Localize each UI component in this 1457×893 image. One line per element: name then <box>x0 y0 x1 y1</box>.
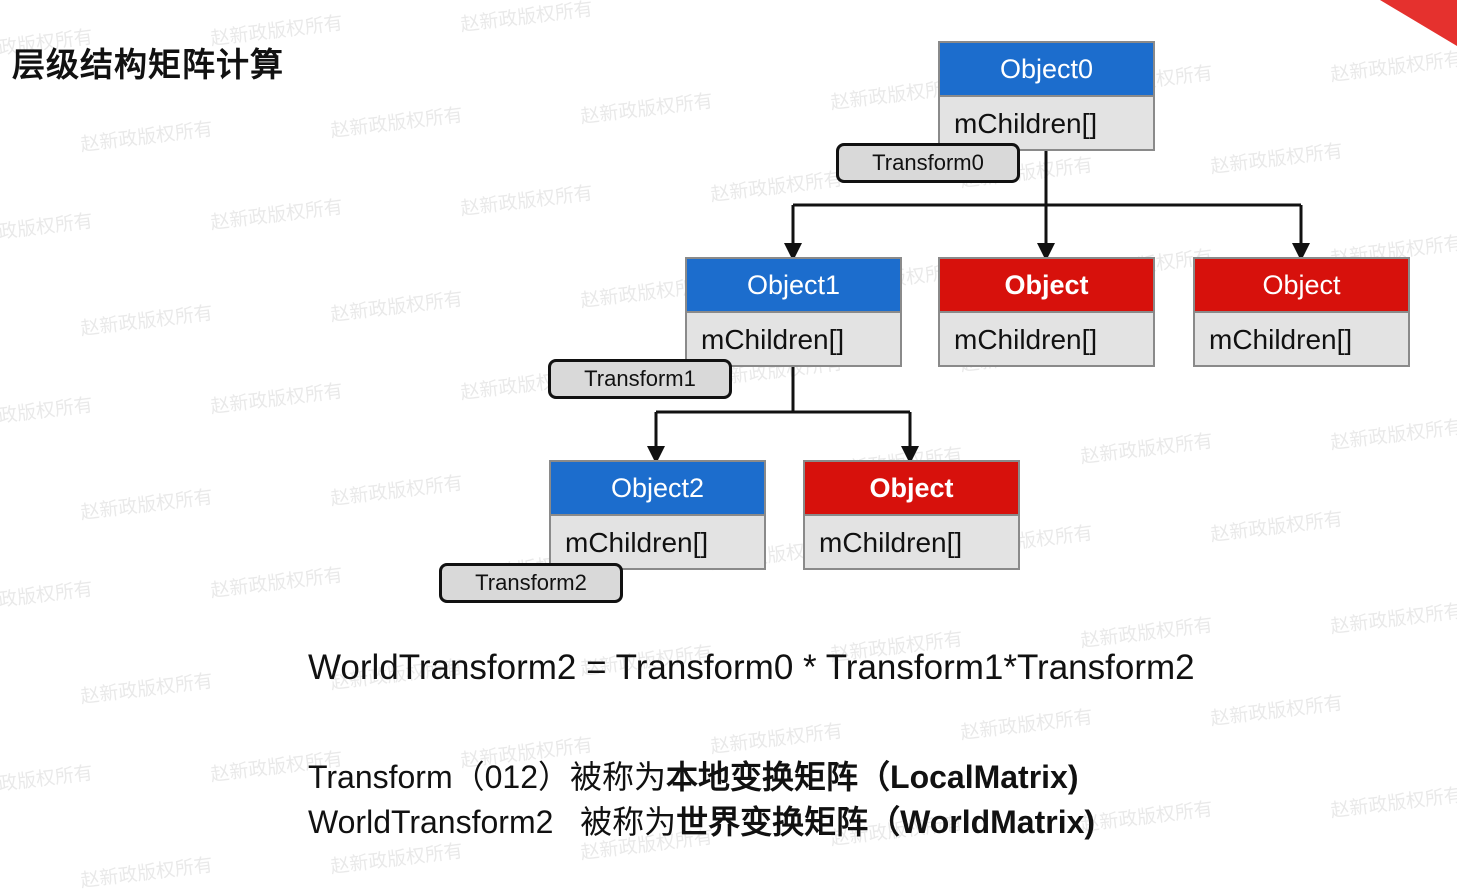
local-matrix-prefix: Transform（012）被称为 <box>308 759 667 795</box>
node-object-c: Object mChildren[] <box>803 460 1020 570</box>
world-matrix-term: 世界变换矩阵（WorldMatrix) <box>676 804 1096 840</box>
node-object2-name: Object2 <box>551 462 764 514</box>
slide-title: 层级结构矩阵计算 <box>12 45 284 84</box>
node-object-c-name: Object <box>805 462 1018 514</box>
node-object-a-name: Object <box>940 259 1153 311</box>
node-object0-field: mChildren[] <box>940 95 1153 151</box>
transform2-label: Transform2 <box>439 563 623 603</box>
node-object1: Object1 mChildren[] <box>685 257 902 367</box>
node-object2: Object2 mChildren[] <box>549 460 766 570</box>
transform0-label: Transform0 <box>836 143 1020 183</box>
node-object1-name: Object1 <box>687 259 900 311</box>
node-object-b: Object mChildren[] <box>1193 257 1410 367</box>
local-matrix-line: Transform（012）被称为本地变换矩阵（LocalMatrix) <box>308 752 1079 798</box>
transform1-label: Transform1 <box>548 359 732 399</box>
world-transform-formula: WorldTransform2 = Transform0 * Transform… <box>308 648 1195 687</box>
world-matrix-line: WorldTransform2 被称为世界变换矩阵（WorldMatrix) <box>308 797 1095 843</box>
corner-decoration <box>1380 0 1457 46</box>
node-object1-field: mChildren[] <box>687 311 900 367</box>
node-object-c-field: mChildren[] <box>805 514 1018 570</box>
node-object0-name: Object0 <box>940 43 1153 95</box>
node-object-a: Object mChildren[] <box>938 257 1155 367</box>
node-object-a-field: mChildren[] <box>940 311 1153 367</box>
node-object0: Object0 mChildren[] <box>938 41 1155 151</box>
world-matrix-prefix: WorldTransform2 被称为 <box>308 804 677 840</box>
node-object-b-name: Object <box>1195 259 1408 311</box>
node-object-b-field: mChildren[] <box>1195 311 1408 367</box>
local-matrix-term: 本地变换矩阵（LocalMatrix) <box>666 759 1079 795</box>
node-object2-field: mChildren[] <box>551 514 764 570</box>
